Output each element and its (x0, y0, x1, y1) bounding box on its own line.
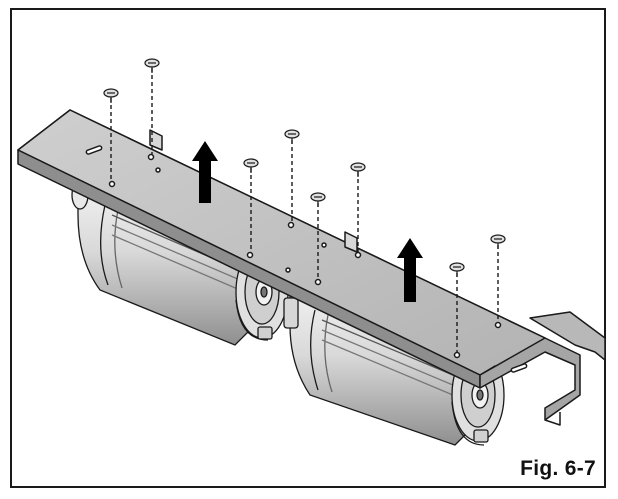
screws (103, 58, 506, 277)
up-arrow-icon (397, 238, 423, 302)
screw-icon (310, 192, 326, 207)
up-arrow-icon (192, 141, 218, 203)
screw-icon (103, 88, 119, 103)
screw-icon (350, 162, 366, 177)
screw-icon (284, 129, 300, 144)
screw-icon (144, 58, 160, 73)
screw-icon (243, 158, 259, 173)
screw-guide-lines (110, 68, 499, 353)
mounting-bracket (17, 109, 606, 426)
screw-icon (449, 262, 465, 277)
screw-icon (490, 234, 506, 249)
figure-label: Fig. 6-7 (520, 457, 596, 480)
lift-arrows (192, 141, 423, 302)
